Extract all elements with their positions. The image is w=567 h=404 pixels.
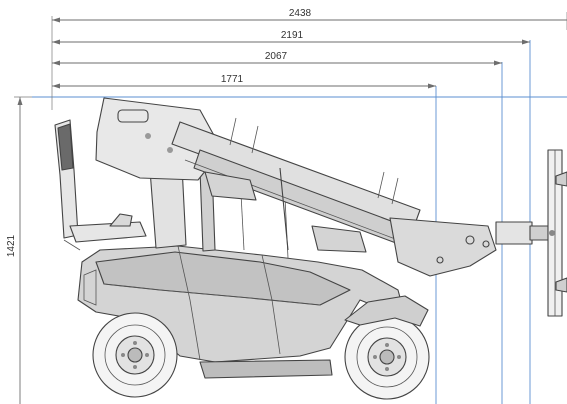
dimension-2067: 2067 [52,51,502,66]
operator-seat [54,119,147,251]
dimension-label-2067: 2067 [265,51,288,62]
front-wheel [344,314,430,400]
dimension-label-2191: 2191 [281,30,304,41]
dimension-1421: 1421 [6,96,32,404]
telescopic-boom [171,117,421,253]
front-fender [344,295,429,327]
gripper-attachment [495,149,567,317]
dimension-label-2438: 2438 [289,8,312,19]
dimension-label-1771: 1771 [221,74,244,85]
boom-end-bracket [389,217,497,277]
dimension-2191: 2191 [52,30,530,45]
dimension-label-1421: 1421 [6,234,17,257]
dimension-2438: 2438 [52,8,567,23]
dimension-1771: 1771 [52,74,436,89]
rear-wheel [92,312,178,398]
